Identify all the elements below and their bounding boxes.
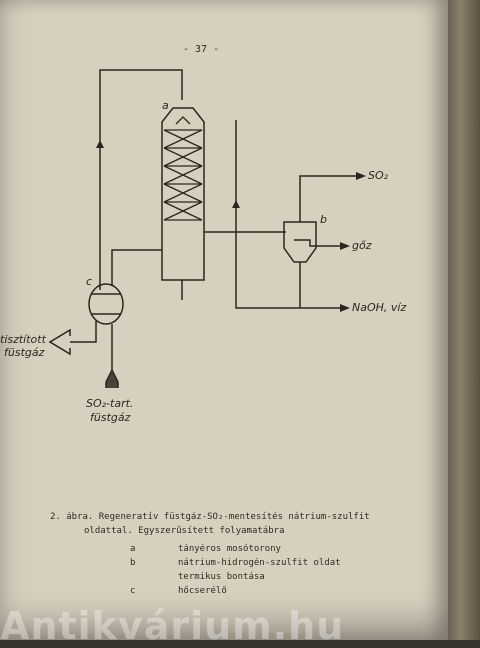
legend-text: termikus bontása	[178, 572, 265, 582]
tower-packing	[163, 116, 203, 221]
label-so2-tart-1: SO₂-tart.	[86, 397, 134, 410]
label-so2-tart-2: füstgáz	[90, 411, 131, 424]
downflow-arrow-icon	[232, 200, 240, 208]
caption-line-2: oldattal. Egyszerűsített folyamatábra	[84, 526, 285, 536]
so2-arrow-icon	[356, 172, 366, 180]
so2-gas-inlet-arrow-icon	[105, 368, 119, 388]
label-so2-out: SO₂	[368, 169, 389, 182]
caption-line-1: 2. ábra. Regeneratív füstgáz-SO₂-mentesí…	[50, 512, 370, 522]
page-number: - 37 -	[183, 44, 220, 55]
legend-key: c	[130, 586, 136, 596]
recycle-arrow-icon	[96, 140, 104, 148]
label-tisztitott-1: tisztított	[0, 333, 46, 346]
label-naoh: NaOH, víz	[352, 301, 407, 314]
watermark: Antikvárium.hu	[0, 604, 345, 648]
clean-gas-outlet-arrow-icon	[48, 328, 71, 356]
legend-text: nátrium-hidrogén-szulfit oldat	[178, 558, 341, 568]
steam-line	[294, 239, 340, 247]
label-c: c	[86, 275, 93, 288]
vessel-b	[283, 221, 317, 263]
legend-text: tányéros mosótorony	[178, 544, 281, 554]
legend-key: b	[130, 558, 136, 568]
legend-text: hőcserélő	[178, 586, 227, 596]
legend-key: a	[130, 544, 136, 554]
label-a: a	[162, 99, 169, 112]
naoh-line	[235, 120, 340, 309]
label-tisztitott-2: füstgáz	[4, 346, 45, 359]
process-flow-diagram	[48, 69, 366, 388]
label-goz: gőz	[352, 239, 372, 252]
so2-outlet-line	[299, 175, 356, 222]
book-spine	[448, 0, 480, 640]
gas-inlet-line	[111, 249, 162, 286]
book-page	[0, 0, 448, 640]
tower-a	[161, 107, 205, 281]
clean-gas-line	[70, 320, 97, 343]
label-b: b	[320, 213, 327, 226]
naoh-arrow-icon	[340, 304, 350, 312]
heat-exchanger-c	[88, 283, 124, 325]
steam-arrow-icon	[340, 242, 350, 250]
recycle-line	[99, 69, 183, 290]
